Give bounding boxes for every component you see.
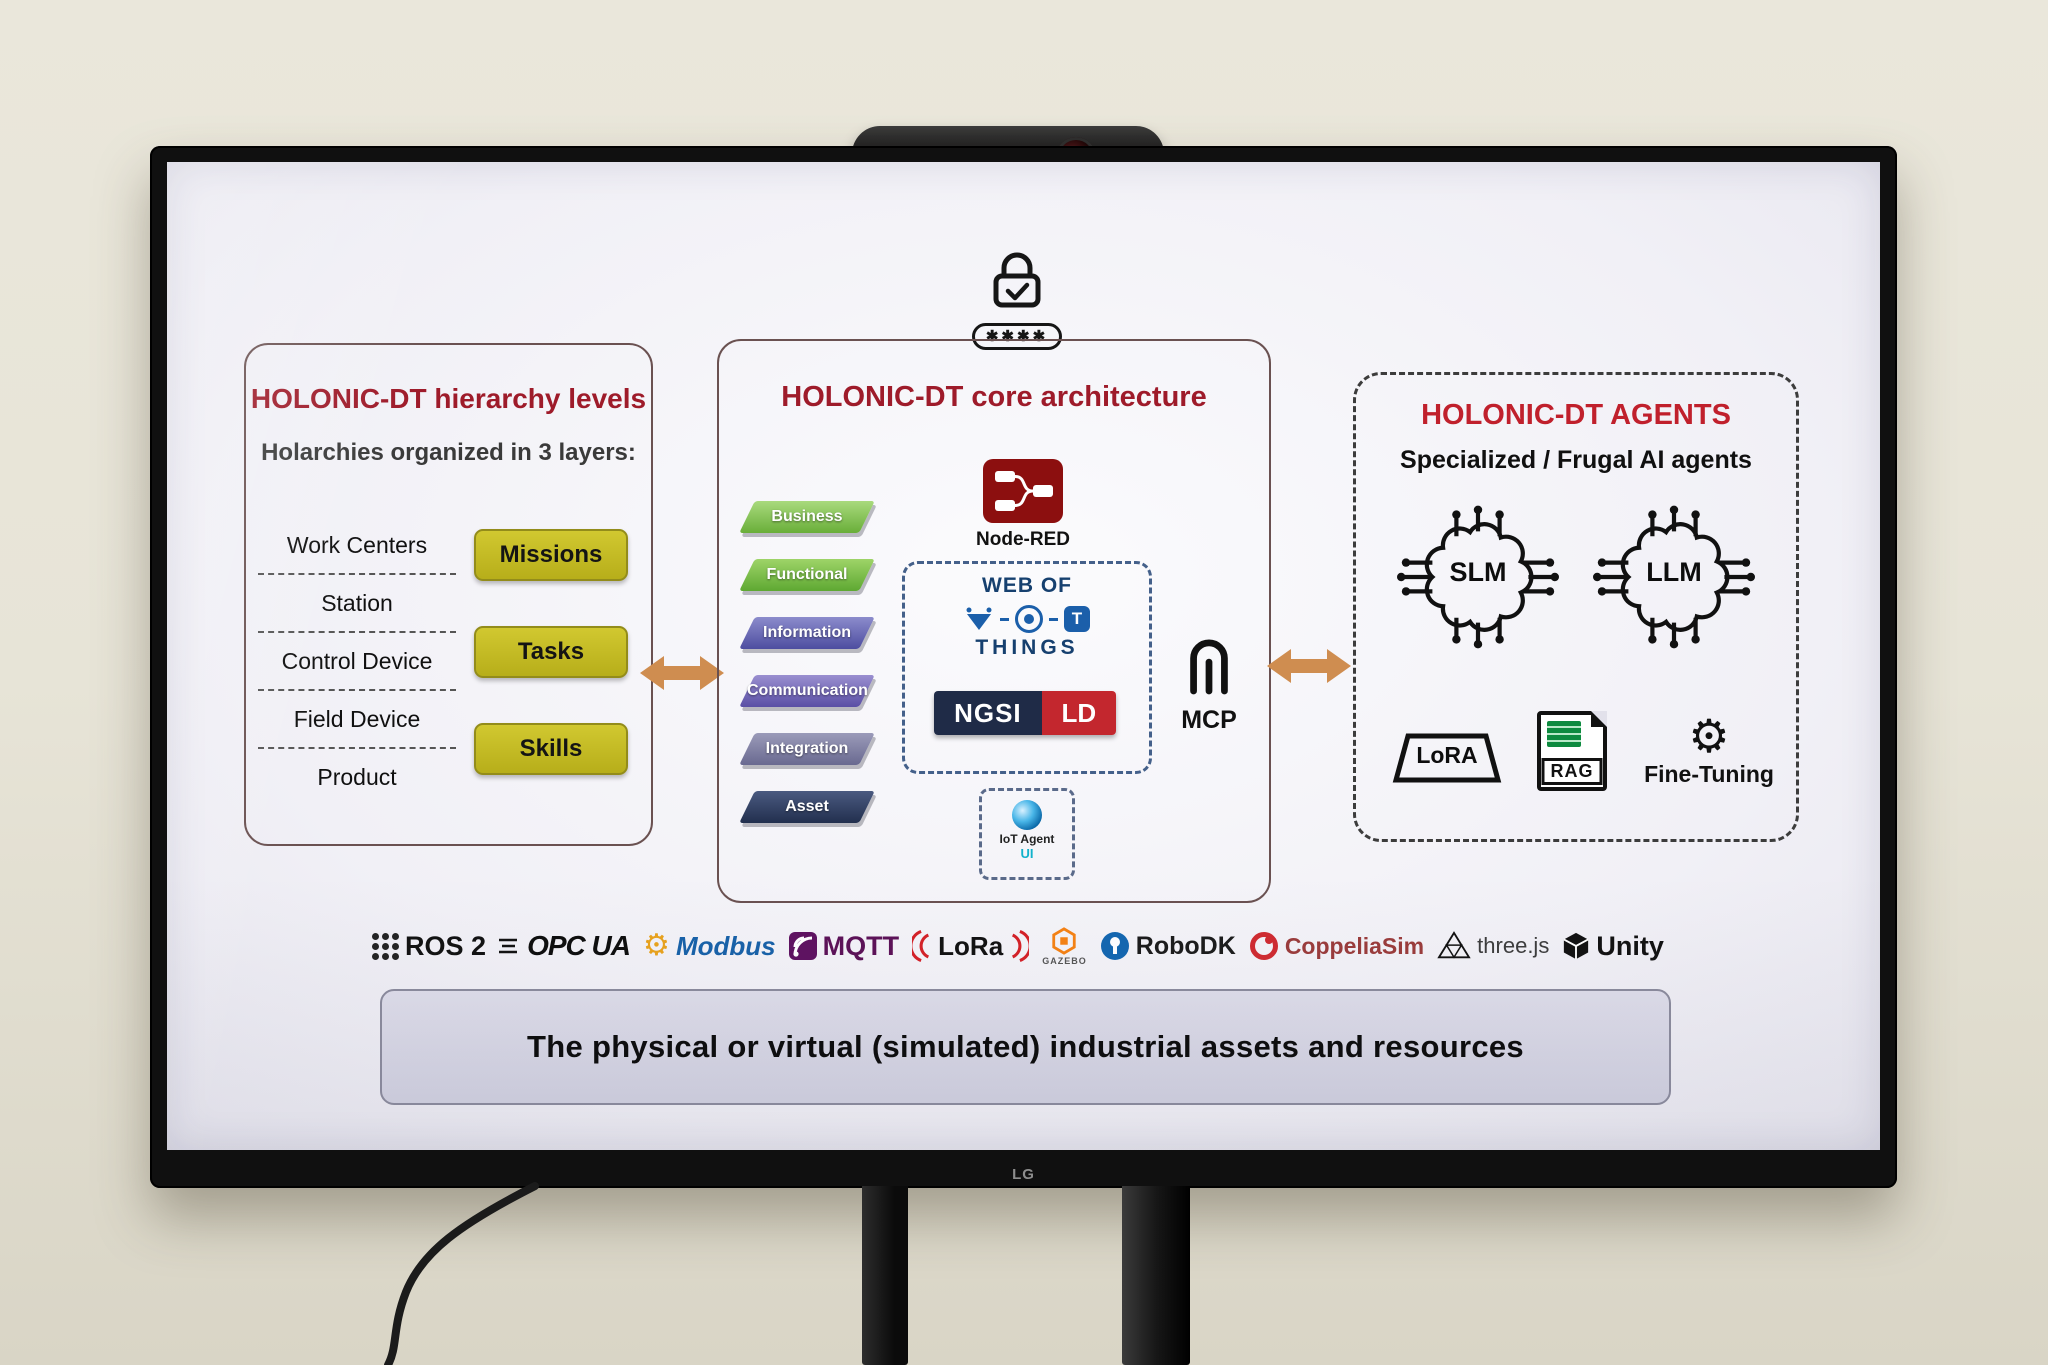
opcua-stripes-icon xyxy=(499,938,518,954)
llm-brain-icon: LLM xyxy=(1590,497,1758,669)
core-architecture-panel: HOLONIC-DT core architecture Business Fu… xyxy=(717,339,1271,903)
robodk-icon xyxy=(1100,932,1129,960)
slm-label: SLM xyxy=(1449,557,1507,588)
fine-tuning-technique: ⚙ Fine-Tuning xyxy=(1644,713,1774,788)
threejs-triangle-icon xyxy=(1437,931,1471,959)
rag-document-icon: RAG xyxy=(1537,711,1607,791)
technology-logo-row: ROS 2 OPC UA ⚙ Modbus MQTT xyxy=(372,915,1664,977)
slm-brain-icon: SLM xyxy=(1394,497,1562,669)
wot-o-icon xyxy=(1015,605,1043,633)
iot-ui-label: UI xyxy=(1020,845,1034,861)
level-field-device: Field Device xyxy=(258,691,456,749)
ros2-logo: ROS 2 xyxy=(372,931,486,962)
assets-banner-text: The physical or virtual (simulated) indu… xyxy=(527,1029,1524,1064)
right-double-arrow-icon xyxy=(1267,649,1351,683)
hierarchy-title: HOLONIC-DT hierarchy levels xyxy=(250,383,647,414)
robodk-logo: RoboDK xyxy=(1100,931,1236,961)
lora-logo: LoRa xyxy=(912,929,1030,963)
ai-models-row: SLM LLM xyxy=(1356,497,1796,669)
left-double-arrow-icon xyxy=(640,656,724,690)
rag-label: RAG xyxy=(1541,758,1603,785)
lora-trapezoid-icon xyxy=(1392,733,1502,783)
opcua-logo: OPC UA xyxy=(499,930,631,962)
layer-business: Business xyxy=(739,501,875,533)
hierarchy-levels-list: Work Centers Station Control Device Fiel… xyxy=(258,517,456,805)
wot-logo-icons: T xyxy=(905,604,1149,634)
core-title: HOLONIC-DT core architecture xyxy=(781,381,1207,413)
stand-pole-right xyxy=(1122,1186,1190,1365)
gear-icon: ⚙ xyxy=(1688,710,1730,762)
mcp-block: MCP xyxy=(1171,633,1247,735)
hierarchy-subtitle: Holarchies organized in 3 layers: xyxy=(261,439,636,466)
layer-communication: Communication xyxy=(739,675,875,707)
wot-v-icon xyxy=(966,607,992,630)
rag-technique: RAG xyxy=(1528,711,1616,809)
missions-button: Missions xyxy=(474,529,628,581)
mqtt-logo: MQTT xyxy=(788,931,899,962)
agents-subtitle: Specialized / Frugal AI agents xyxy=(1400,446,1752,474)
level-work-centers: Work Centers xyxy=(258,517,456,575)
coppeliasim-logo: CoppeliaSim xyxy=(1249,931,1424,961)
lg-brand-logo: LG xyxy=(1012,1166,1035,1183)
layer-asset: Asset xyxy=(739,791,875,823)
tv-screen: ✱✱✱✱ HOLONIC-DT hierarchy levels Holarch… xyxy=(167,162,1880,1150)
security-lock-group: ✱✱✱✱ xyxy=(967,246,1067,350)
gazebo-cube-icon xyxy=(1052,926,1077,955)
skills-button: Skills xyxy=(474,723,628,775)
padlock-check-icon xyxy=(993,252,1041,308)
ngsi-ld-logo: NGSI LD xyxy=(934,691,1116,735)
ld-label: LD xyxy=(1041,691,1116,735)
modbus-logo: ⚙ Modbus xyxy=(643,929,776,962)
fine-tuning-label: Fine-Tuning xyxy=(1644,761,1774,787)
node-red-icon xyxy=(983,459,1063,523)
iot-agent-label: IoT Agent xyxy=(999,832,1055,846)
hierarchy-buttons: Missions Tasks Skills xyxy=(474,529,628,775)
gazebo-logo: GAZEBO xyxy=(1042,926,1087,966)
tv-monitor: ✱✱✱✱ HOLONIC-DT hierarchy levels Holarch… xyxy=(150,146,1897,1188)
node-red-label: Node-RED xyxy=(976,529,1070,550)
layer-integration: Integration xyxy=(739,733,875,765)
ros-dots-icon xyxy=(372,932,399,960)
level-product: Product xyxy=(317,763,397,790)
wot-t-icon: T xyxy=(1064,606,1090,632)
unity-logo: Unity xyxy=(1562,931,1664,962)
agents-title: HOLONIC-DT AGENTS xyxy=(1421,399,1731,431)
wot-dash-icon xyxy=(1049,617,1058,621)
mcp-label: MCP xyxy=(1181,706,1237,734)
ngsi-label: NGSI xyxy=(934,691,1042,735)
agents-panel: HOLONIC-DT AGENTS Specialized / Frugal A… xyxy=(1353,372,1799,842)
wot-line2: THINGS xyxy=(975,636,1079,659)
lora-technique: LoRA xyxy=(1392,727,1502,789)
power-cable xyxy=(384,1182,539,1365)
mcp-logo-icon xyxy=(1190,639,1228,695)
iot-agent-ui-box: IoT Agent UI xyxy=(979,788,1075,880)
stand-pole-left xyxy=(862,1186,908,1365)
wot-line1: WEB OF xyxy=(982,574,1072,597)
rag-code-screen xyxy=(1547,721,1581,747)
lora-label: LoRA xyxy=(1416,741,1478,768)
layer-functional: Functional xyxy=(739,559,875,591)
mqtt-signal-icon xyxy=(788,932,817,960)
lora-arcs-right-icon xyxy=(1012,930,1030,962)
coppeliasim-icon xyxy=(1249,932,1278,960)
architecture-layers-stack: Business Functional Information Communic… xyxy=(739,501,897,849)
hierarchy-panel: HOLONIC-DT hierarchy levels Holarchies o… xyxy=(244,343,653,846)
level-control-device: Control Device xyxy=(258,633,456,691)
modbus-gear-icon: ⚙ xyxy=(643,929,670,962)
layer-information: Information xyxy=(739,617,875,649)
unity-cube-icon xyxy=(1563,932,1589,960)
lora-arcs-left-icon xyxy=(912,930,930,962)
wot-dash-icon xyxy=(1000,617,1009,621)
folded-corner-icon xyxy=(1591,711,1607,727)
eye-icon xyxy=(1012,800,1042,830)
llm-label: LLM xyxy=(1646,557,1702,588)
web-of-things-box: WEB OF T THINGS NGSI LD xyxy=(902,561,1152,774)
threejs-logo: three.js xyxy=(1437,931,1549,961)
level-station: Station xyxy=(258,575,456,633)
tasks-button: Tasks xyxy=(474,626,628,678)
assets-banner: The physical or virtual (simulated) indu… xyxy=(380,989,1671,1105)
node-red-block: Node-RED xyxy=(976,459,1070,551)
